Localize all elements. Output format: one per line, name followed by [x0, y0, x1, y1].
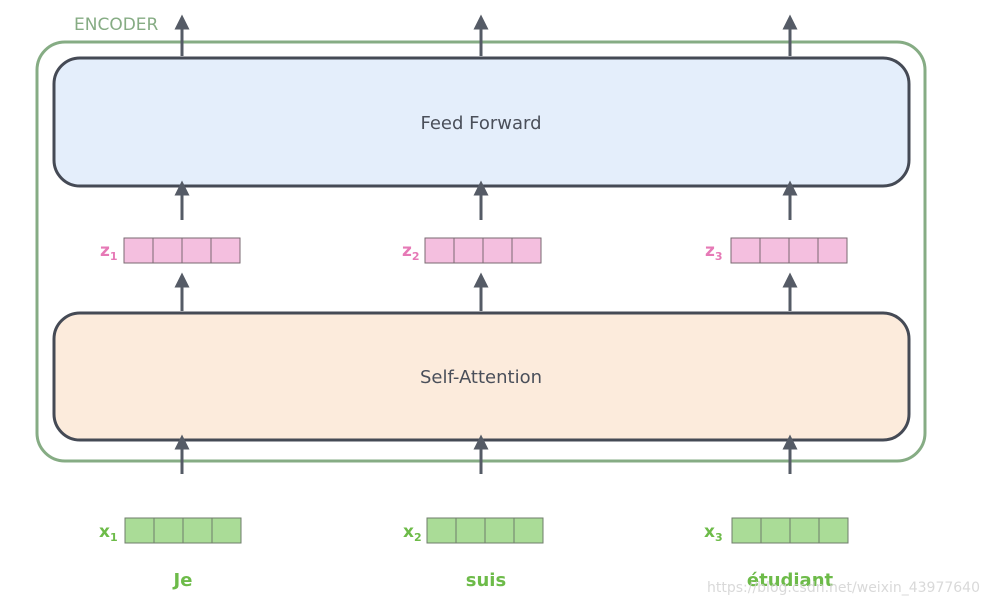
- x-label-1: x1: [99, 522, 118, 544]
- self-attention-label: Self-Attention: [420, 367, 542, 388]
- z-vector-3: [730, 237, 848, 264]
- watermark: https://blog.csdn.net/weixin_43977640: [707, 580, 980, 596]
- x-vector-2: [426, 517, 544, 544]
- x-vector-3: [731, 517, 849, 544]
- z-label-2: z2: [402, 241, 420, 263]
- word-je: Je: [172, 570, 193, 591]
- word-suis: suis: [466, 570, 506, 591]
- z-label-1: z1: [100, 241, 118, 263]
- word-etudiant: étudiant: [747, 570, 834, 591]
- feed-forward-label: Feed Forward: [420, 113, 541, 134]
- x-vector-1: [124, 517, 242, 544]
- x-label-2: x2: [403, 522, 422, 544]
- z-label-3: z3: [705, 241, 723, 263]
- z-vector-2: [424, 237, 542, 264]
- z-vector-1: [123, 237, 241, 264]
- x-label-3: x3: [704, 522, 723, 544]
- encoder-title: ENCODER: [74, 15, 159, 35]
